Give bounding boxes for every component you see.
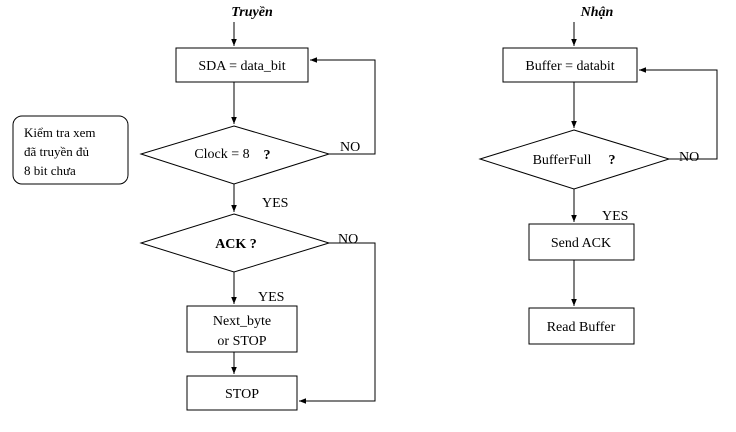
send-ack-label: Send ACK: [551, 236, 611, 251]
arrow-bufferfull-no-loop: [639, 67, 718, 160]
sda-assign-label: SDA = data_bit: [198, 59, 285, 74]
left-title: Truyền: [231, 5, 273, 20]
note-line-3: 8 bit chưa: [24, 163, 76, 178]
buffer-assign-label: Buffer = databit: [525, 59, 614, 74]
note-box: [12, 115, 129, 185]
arrow-clock-no-loop: [310, 57, 376, 155]
clock-no-label: NO: [340, 140, 360, 155]
sda-assign-box: [175, 47, 309, 83]
clock-yes-label: YES: [262, 196, 288, 211]
right-title: Nhận: [580, 5, 614, 20]
bufferfull-decision-label: BufferFull: [533, 153, 592, 168]
bufferfull-no-label: NO: [679, 150, 699, 165]
stop-box: [186, 375, 298, 411]
ack-no-label: NO: [338, 232, 358, 247]
buffer-assign-box: [502, 47, 638, 83]
clock-decision-question: ?: [264, 148, 271, 163]
arrow-ack-no-to-stop: [299, 242, 376, 404]
next-byte-line-1: Next_byte: [213, 314, 271, 329]
stop-label: STOP: [225, 387, 259, 402]
clock-decision-label: Clock = 8: [194, 147, 249, 162]
ack-yes-label: YES: [258, 290, 284, 305]
ack-decision-label: ACK ?: [215, 237, 257, 252]
next-byte-box: [186, 305, 298, 353]
bufferfull-decision-question: ?: [609, 153, 616, 168]
read-buffer-label: Read Buffer: [547, 320, 616, 335]
bufferfull-yes-label: YES: [602, 209, 628, 224]
send-ack-box: [528, 223, 635, 261]
next-byte-line-2: or STOP: [217, 334, 266, 349]
read-buffer-box: [528, 307, 635, 345]
note-line-2: đã truyền đủ: [24, 144, 89, 159]
note-line-1: Kiểm tra xem: [24, 125, 95, 140]
